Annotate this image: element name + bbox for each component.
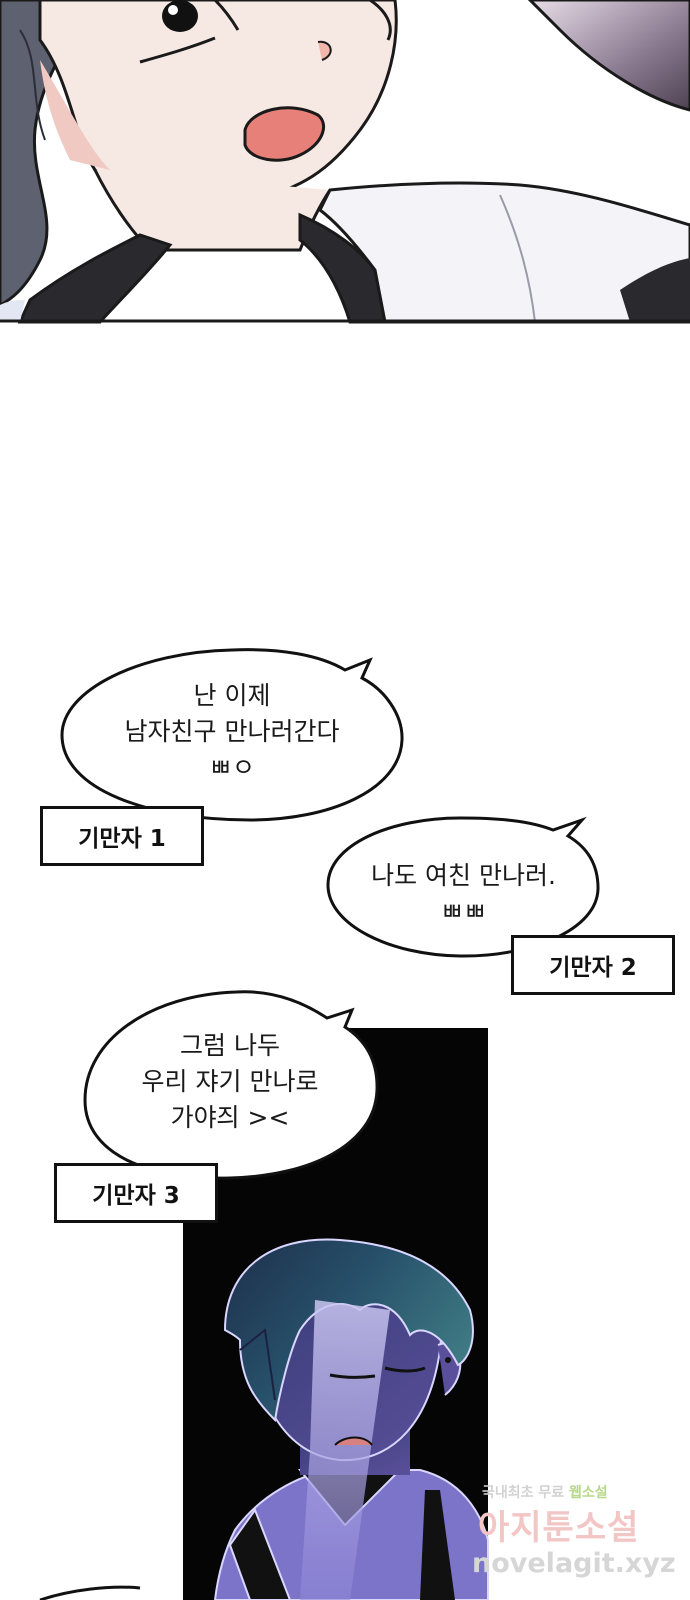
bubble-1-line-3: ㅃㅇ (208, 753, 255, 782)
watermark-line1-b: 웹소설 (569, 1485, 608, 1501)
watermark-line1-a: 국내최초 무료 (482, 1485, 565, 1501)
watermark-line3: novelagit.xyz (472, 1548, 676, 1579)
caption-2: 기만자 2 (511, 935, 675, 995)
bubble-1-line-2: 남자친구 만나러간다 (124, 717, 340, 746)
watermark: 국내최초 무료 웹소설 아지툰소설 novelagit.xyz (470, 1482, 685, 1598)
bubble-3-line-3: 가야즤 >< (170, 1103, 290, 1132)
bubble-3-text: 그럼 나두 우리 쟈기 만나로 가야즤 >< (90, 1028, 370, 1136)
bubble-1-text: 난 이제 남자친구 만나러간다 ㅃㅇ (72, 678, 392, 786)
bubble-2-text: 나도 여친 만나러. ㅃㅃ (336, 858, 591, 930)
bubble-1-shape (60, 648, 404, 822)
bubble-1-line-1: 난 이제 (193, 681, 271, 710)
bubble-3-line-2: 우리 쟈기 만나로 (141, 1067, 319, 1096)
watermark-line2: 아지툰소설 (478, 1508, 640, 1548)
caption-1: 기만자 1 (40, 806, 204, 866)
bubble-3-line-1: 그럼 나두 (180, 1031, 280, 1060)
caption-3: 기만자 3 (54, 1163, 218, 1223)
bubble-2-line-1: 나도 여친 만나러. (371, 861, 556, 890)
top-panel (0, 0, 690, 324)
bubble-3-shape (83, 990, 379, 1180)
bubble-2-line-2: ㅃㅃ (440, 897, 487, 926)
